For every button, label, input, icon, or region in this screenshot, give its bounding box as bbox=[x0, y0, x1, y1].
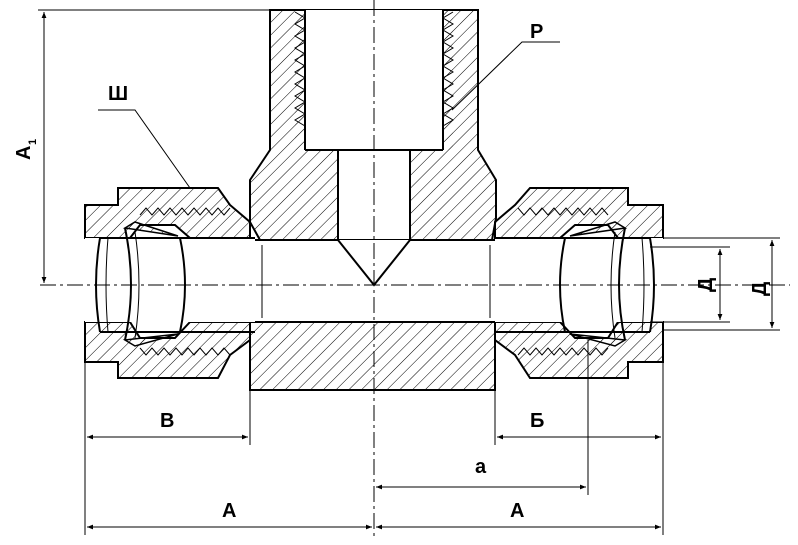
label-length-right: А bbox=[510, 500, 524, 522]
svg-text:Д: Д bbox=[749, 282, 771, 296]
label-height: А 1 bbox=[13, 139, 39, 160]
label-offset: а bbox=[475, 456, 487, 478]
svg-text:А: А bbox=[13, 146, 35, 160]
label-left-b: В bbox=[160, 410, 174, 432]
label-nut: Ш bbox=[108, 83, 128, 105]
dimension-labels: Р Ш А 1 В Б а А А Д Д bbox=[13, 21, 771, 522]
left-tube bbox=[85, 221, 255, 347]
through-bore bbox=[255, 239, 495, 323]
internal-thread bbox=[294, 10, 454, 150]
svg-text:1: 1 bbox=[27, 139, 39, 145]
label-thread-port: Р bbox=[530, 21, 543, 43]
svg-text:Д: Д bbox=[695, 278, 717, 292]
label-length-left: А bbox=[222, 500, 236, 522]
label-outer-d: Д bbox=[749, 282, 771, 296]
label-inner-d: Д bbox=[695, 278, 717, 292]
right-tube bbox=[495, 221, 663, 347]
label-right-b: Б bbox=[530, 410, 544, 432]
center-lines bbox=[40, 0, 790, 540]
dimension-lines bbox=[38, 9, 780, 535]
